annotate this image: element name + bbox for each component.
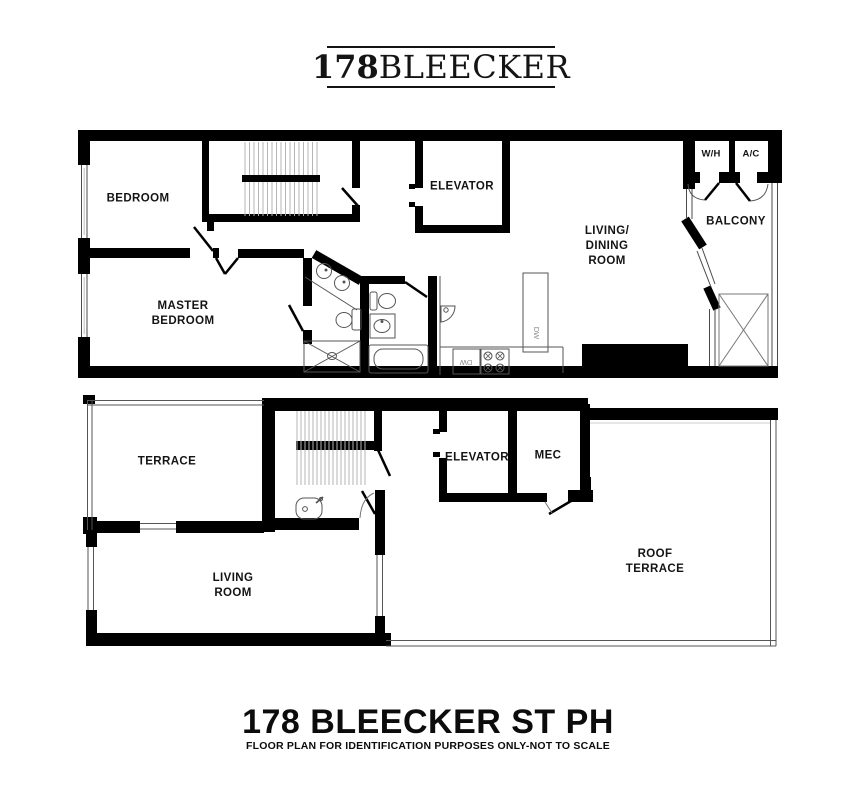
- room-label-balcony: BALCONY: [706, 215, 766, 228]
- master-bath-shower-icon: [303, 340, 361, 373]
- kitchen-counter: [439, 272, 564, 375]
- stove-icon: [480, 348, 510, 375]
- master-bath-toilet-icon: [335, 308, 362, 331]
- upper-windows: [81, 165, 778, 366]
- room-label-mec: MEC: [534, 449, 562, 462]
- room-label-elevator-upper: ELEVATOR: [430, 180, 494, 193]
- balcony-hatch-icon: [718, 293, 769, 367]
- lower-doors: [360, 449, 572, 516]
- upper-walls: [78, 130, 782, 378]
- room-label-roof-terrace: ROOF TERRACE: [625, 547, 685, 575]
- lower-windows-borders: [87, 400, 777, 647]
- logo-number: 178: [311, 48, 379, 86]
- room-label-terrace: TERRACE: [137, 455, 197, 468]
- lower-floor-plan: [83, 395, 778, 647]
- appliance-label-dw-counter: DW: [459, 357, 473, 367]
- lower-door-arcs: [359, 492, 553, 519]
- room-label-living-dining: LIVING/ DINING ROOM: [584, 225, 630, 268]
- bath2-sink-icon: [369, 313, 396, 339]
- upper-angled-walls: [311, 216, 721, 311]
- room-label-ac: A/C: [742, 148, 760, 160]
- disclaimer-text: FLOOR PLAN FOR IDENTIFICATION PURPOSES O…: [246, 740, 610, 752]
- lower-walls: [83, 395, 778, 646]
- lower-staircase: [296, 411, 366, 485]
- logo-name: BLEECKER: [378, 48, 571, 86]
- upper-floor-plan: [78, 130, 782, 378]
- room-label-wh: W/H: [701, 148, 721, 160]
- room-label-bedroom: BEDROOM: [106, 192, 170, 205]
- room-label-living-room: LIVING ROOM: [212, 571, 254, 599]
- upper-staircase: [242, 142, 320, 216]
- powder-sink-icon: [295, 496, 324, 520]
- room-label-elevator-lower: ELEVATOR: [445, 451, 509, 464]
- upper-fixtures: [303, 263, 769, 375]
- bath2-toilet-icon: [369, 291, 396, 311]
- appliance-label-dw-island: DW: [531, 326, 541, 340]
- upper-door-arcs: [687, 183, 769, 202]
- bathtub-icon: [368, 344, 429, 374]
- room-label-master-bedroom: MASTER BEDROOM: [151, 299, 215, 327]
- page-title: 178 BLEECKER ST PH: [242, 703, 614, 741]
- master-bath-vanity-icon: [304, 263, 358, 311]
- kitchen-sink-icon: [440, 305, 456, 323]
- upper-doors: [193, 182, 751, 332]
